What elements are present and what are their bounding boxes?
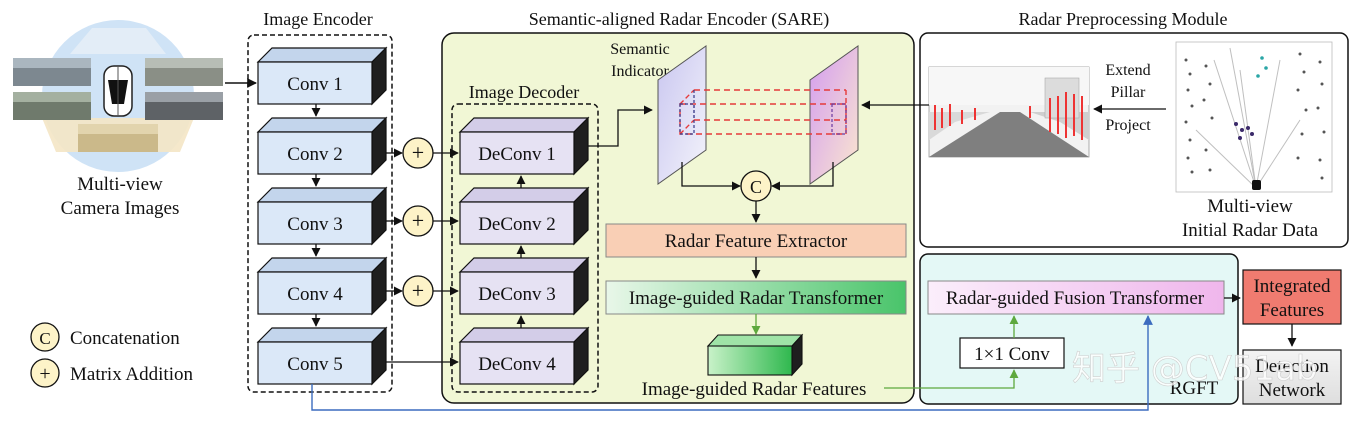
integrated-line1: Integrated — [1253, 276, 1331, 297]
radar-feature-extractor-block — [605, 223, 907, 258]
decoder-deconv-4: DeConv 4 — [458, 326, 590, 386]
rgft-block — [927, 280, 1225, 315]
legend-concat-icon — [30, 322, 60, 352]
semantic-indicator-plane — [657, 45, 707, 185]
radar-preprocessing-title: Radar Preprocessing Module — [1019, 9, 1228, 29]
conv-3-label: Conv 3 — [287, 214, 342, 235]
encoder-conv-1: Conv 1 — [256, 46, 388, 106]
radar-point-cloud — [1175, 41, 1333, 193]
conv-5-label: Conv 5 — [287, 354, 342, 375]
igrf-label: Image-guided Radar Features — [642, 379, 867, 400]
conv1x1-label: 1×1 Conv — [974, 344, 1050, 365]
extend-label: Extend — [1105, 62, 1150, 79]
deconv-2-label: DeConv 2 — [478, 214, 556, 235]
add-symbol-3: + — [412, 278, 424, 303]
watermark: 知乎 @CV51ab — [1072, 349, 1318, 389]
detection-line1: Detection — [1255, 356, 1329, 377]
decoder-deconv-1: DeConv 1 — [458, 116, 590, 176]
igrt-label: Image-guided Radar Transformer — [629, 288, 884, 309]
encoder-conv-2: Conv 2 — [256, 116, 388, 176]
igrf-cuboid — [706, 333, 804, 377]
deconv-1-label: DeConv 1 — [478, 144, 556, 165]
semantic-indicator-line1: Semantic — [610, 41, 670, 58]
rgft-block-label: Radar-guided Fusion Transformer — [946, 288, 1205, 309]
image-encoder-panel — [247, 34, 393, 393]
conv-1-label: Conv 1 — [287, 74, 342, 95]
detection-line2: Network — [1259, 380, 1326, 401]
igrf-to-conv1x1-arrow — [884, 369, 1019, 389]
conv5-to-rgft-skip — [311, 315, 1153, 411]
semantic-indicator-line2: Indicator — [611, 63, 669, 80]
concat-symbol: C — [750, 177, 762, 197]
legend-concat-label: Concatenation — [70, 328, 180, 349]
legend-add-icon — [30, 358, 60, 388]
encoder-conv-3: Conv 3 — [256, 186, 388, 246]
encoder-conv-4: Conv 4 — [256, 256, 388, 316]
radar-feature-plane — [809, 45, 859, 185]
add-symbol-1: + — [412, 140, 424, 165]
pillar-label: Pillar — [1111, 84, 1146, 101]
alignment-frustum — [679, 89, 847, 135]
conv-4-label: Conv 4 — [287, 284, 343, 305]
decoder-deconv-3: DeConv 3 — [458, 256, 590, 316]
legend: C Concatenation + Matrix Addition — [30, 322, 193, 388]
camera-label-line2: Camera Images — [61, 198, 180, 219]
encoder-conv-5: Conv 5 — [256, 326, 388, 386]
indicator-to-concat-arrow — [681, 162, 741, 191]
image-encoder-title: Image Encoder — [263, 9, 372, 29]
image-decoder-panel — [451, 103, 599, 393]
deconv1-to-indicator-arrow — [588, 105, 653, 147]
decoder-deconv-2: DeConv 2 — [458, 186, 590, 246]
add-symbol-2: + — [412, 208, 424, 233]
conv-2-label: Conv 2 — [287, 144, 342, 165]
radar-data-line2: Initial Radar Data — [1182, 220, 1319, 241]
radar-street-image — [928, 66, 1090, 158]
rgft-label: RGFT — [1170, 378, 1219, 399]
radar-to-concat-arrow — [771, 162, 834, 191]
integrated-line2: Features — [1260, 300, 1324, 321]
camera-label-line1: Multi-view — [77, 174, 163, 195]
deconv-4-label: DeConv 4 — [478, 354, 556, 375]
igrt-block — [605, 280, 907, 315]
sare-title: Semantic-aligned Radar Encoder (SARE) — [529, 9, 829, 30]
radar-data-line1: Multi-view — [1207, 196, 1293, 217]
conv1x1-block — [959, 337, 1065, 369]
image-decoder-title: Image Decoder — [469, 82, 579, 102]
camera-illustration — [13, 20, 223, 172]
project-label: Project — [1105, 117, 1151, 134]
legend-add-label: Matrix Addition — [70, 364, 193, 385]
legend-concat-symbol: C — [39, 329, 50, 348]
detection-network-block — [1242, 349, 1342, 405]
deconv-3-label: DeConv 3 — [478, 284, 556, 305]
radar-feature-extractor-label: Radar Feature Extractor — [665, 231, 848, 252]
legend-add-symbol: + — [39, 363, 50, 385]
